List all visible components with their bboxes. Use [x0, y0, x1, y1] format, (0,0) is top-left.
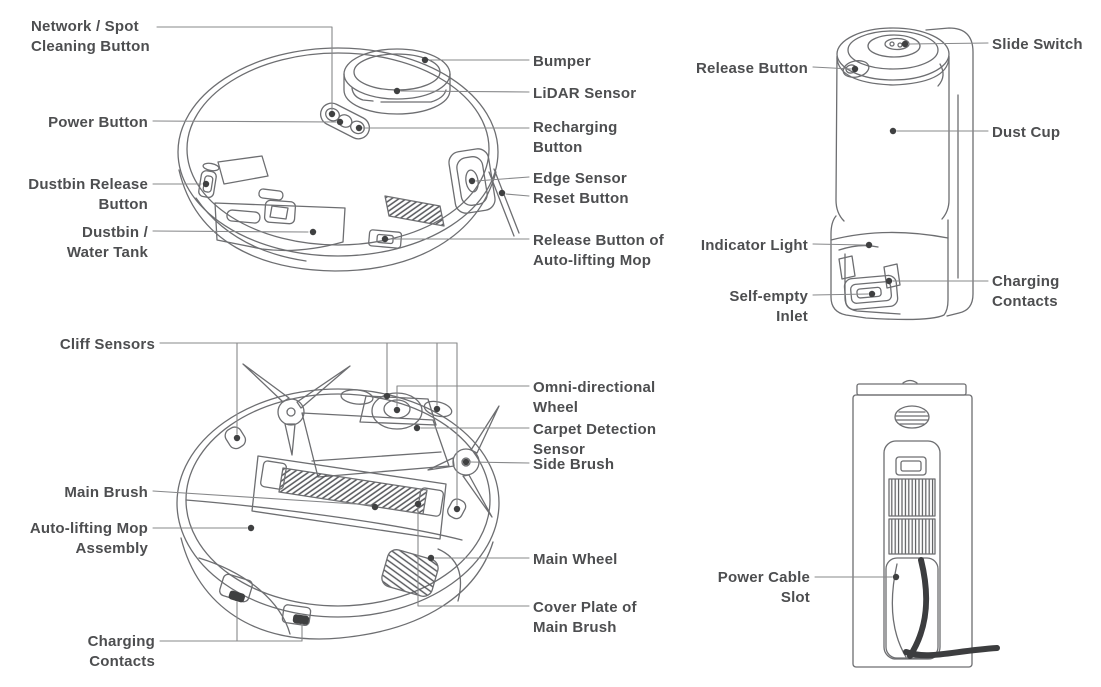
label-cover-plate-main-brush: Cover Plate of Main Brush [533, 599, 637, 636]
label-dock-release-button: Release Button [696, 60, 808, 77]
label-carpet-detection-sensor: Carpet Detection Sensor [533, 421, 657, 458]
label-reset-button: Reset Button [533, 190, 629, 207]
label-dust-cup: Dust Cup [992, 124, 1061, 141]
label-dustbin-release-button: Dustbin Release Button [28, 176, 148, 213]
label-cliff-sensors: Cliff Sensors [59, 336, 155, 353]
label-self-empty-inlet: Self-empty Inlet [729, 288, 808, 325]
main-brush-module [251, 455, 447, 540]
label-release-button-auto-lifting-mop: Release Button of Auto-lifting Mop [533, 232, 664, 269]
label-network-spot-cleaning-button: Network / Spot Cleaning Button [31, 18, 150, 55]
label-edge-sensor: Edge Sensor [533, 170, 627, 187]
main-wheel [381, 548, 462, 602]
dustbin-front-module [195, 155, 346, 262]
back-panel [883, 440, 941, 660]
carpet-sensor-plate [301, 412, 450, 478]
label-dustbin-water-tank: Dustbin / Water Tank [66, 224, 148, 261]
back-vent [894, 405, 930, 429]
label-power-cable-slot: Power Cable Slot [717, 569, 810, 606]
label-auto-lifting-mop-assembly: Auto-lifting Mop Assembly [29, 520, 148, 557]
label-indicator-light: Indicator Light [700, 237, 808, 254]
label-bumper: Bumper [533, 53, 591, 70]
mop-release-tab [368, 229, 403, 249]
robot-top-view-illustration [177, 47, 520, 272]
label-power-button: Power Button [48, 114, 148, 131]
label-recharging-button: Recharging Button [533, 119, 618, 156]
dust-cup-cylinder [835, 27, 950, 222]
edge-sensor-panel [448, 148, 496, 214]
lidar-dome [343, 48, 451, 115]
leader-lines [152, 26, 989, 642]
mop-plate [185, 499, 463, 635]
label-omni-directional-wheel: Omni-directional Wheel [533, 379, 656, 416]
dock-back-view-illustration [852, 379, 1000, 668]
side-brush-left [242, 363, 351, 456]
dock-front-view-illustration [830, 27, 974, 321]
label-charging-contacts-robot: Charging Contacts [87, 633, 155, 670]
side-vent [384, 195, 445, 227]
label-charging-contacts-dock: Charging Contacts [992, 273, 1060, 310]
label-lidar-sensor: LiDAR Sensor [533, 85, 637, 102]
robot-bottom-view-illustration [176, 363, 500, 640]
label-main-wheel: Main Wheel [533, 551, 618, 568]
charging-contact-strips [219, 573, 312, 626]
dock-base [830, 215, 949, 321]
label-slide-switch: Slide Switch [992, 36, 1083, 53]
cliff-sensor-pods [224, 389, 467, 520]
button-cluster [319, 102, 371, 140]
label-side-brush: Side Brush [533, 456, 615, 473]
power-cable-channel [885, 557, 1000, 659]
label-main-brush: Main Brush [64, 484, 148, 501]
